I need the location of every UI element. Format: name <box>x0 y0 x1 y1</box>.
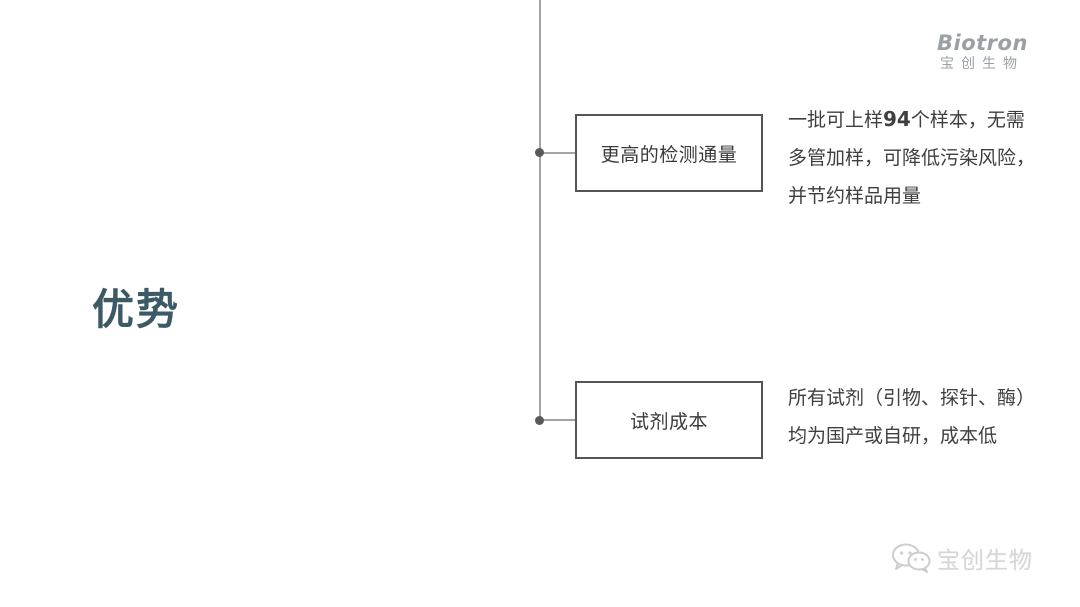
description-text: 个样本，无需 <box>910 109 1025 131</box>
brand-logo-subtitle: 宝创生物 <box>940 56 1024 72</box>
page-title: 优势 <box>92 285 181 334</box>
sample-count-number: 94 <box>883 107 911 131</box>
diagram-vertical-line <box>539 0 541 424</box>
advantage-box-reagent-cost: 试剂成本 <box>575 381 763 459</box>
advantage-description-reagent-cost: 所有试剂（引物、探针、酶） 均为国产或自研，成本低 <box>788 379 1068 455</box>
advantage-description-throughput: 一批可上样94个样本，无需 多管加样，可降低污染风险， 并节约样品用量 <box>788 100 1068 215</box>
diagram-node-dot-2 <box>535 416 544 425</box>
brand-logo: Biotron 宝创生物 <box>937 30 1047 72</box>
diagram-node-dot-1 <box>535 148 544 157</box>
description-text: 一批可上样 <box>788 109 884 131</box>
advantage-box-throughput: 更高的检测通量 <box>575 114 763 192</box>
description-line: 均为国产或自研，成本低 <box>788 425 998 447</box>
diagram-connector-2 <box>540 419 576 421</box>
brand-logo-name: Biotron <box>937 31 1028 55</box>
description-line: 多管加样，可降低污染风险， <box>788 147 1036 169</box>
watermark: 宝创生物 <box>891 541 1033 575</box>
description-line: 一批可上样94个样本，无需 <box>788 100 1068 139</box>
watermark-text: 宝创生物 <box>937 548 1033 574</box>
diagram-connector-1 <box>540 152 576 154</box>
wechat-icon <box>891 542 933 574</box>
advantage-label-reagent-cost: 试剂成本 <box>629 410 708 433</box>
description-line: 并节约样品用量 <box>788 185 922 207</box>
advantage-label-throughput: 更高的检测通量 <box>600 143 738 166</box>
description-line: 所有试剂（引物、探针、酶） <box>788 387 1036 409</box>
